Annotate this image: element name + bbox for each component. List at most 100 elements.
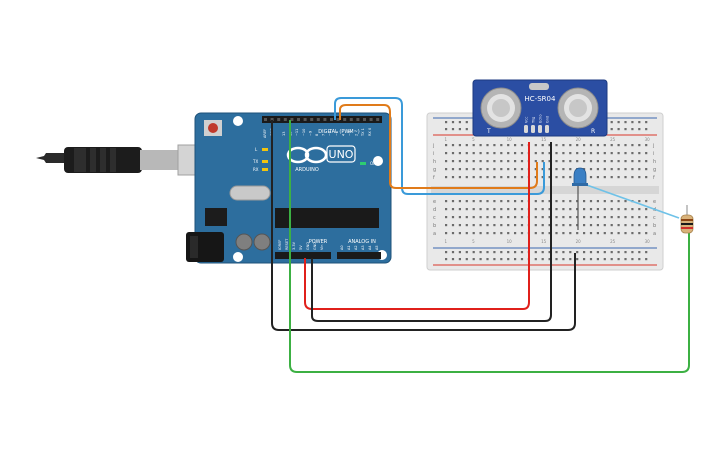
sensor-pin[interactable] [524, 125, 528, 133]
digital-pin-hole[interactable] [330, 118, 333, 121]
terminal-hole[interactable] [617, 152, 620, 155]
digital-header[interactable] [262, 116, 382, 123]
digital-pin-hole[interactable] [349, 118, 353, 121]
terminal-hole[interactable] [445, 224, 448, 227]
terminal-hole[interactable] [603, 168, 606, 171]
terminal-hole[interactable] [645, 216, 648, 219]
terminal-hole[interactable] [507, 152, 510, 155]
power-rail-hole[interactable] [465, 251, 468, 254]
terminal-hole[interactable] [631, 144, 634, 147]
terminal-hole[interactable] [589, 232, 593, 235]
terminal-hole[interactable] [638, 224, 641, 227]
power-rail-hole[interactable] [458, 128, 461, 131]
power-rail-hole[interactable] [445, 258, 448, 261]
terminal-hole[interactable] [638, 200, 641, 203]
terminal-hole[interactable] [479, 176, 482, 179]
terminal-hole[interactable] [465, 160, 468, 163]
terminal-hole[interactable] [576, 200, 579, 203]
digital-pin-hole[interactable] [343, 118, 347, 121]
terminal-hole[interactable] [645, 144, 648, 147]
power-rail-hole[interactable] [479, 251, 482, 254]
terminal-hole[interactable] [486, 200, 489, 203]
terminal-hole[interactable] [507, 232, 510, 235]
terminal-hole[interactable] [548, 232, 551, 235]
terminal-hole[interactable] [589, 176, 593, 179]
terminal-hole[interactable] [451, 216, 455, 219]
power-rail-hole[interactable] [465, 128, 468, 131]
terminal-hole[interactable] [458, 152, 461, 155]
terminal-hole[interactable] [583, 216, 586, 219]
power-rail-hole[interactable] [624, 121, 627, 124]
terminal-hole[interactable] [520, 168, 524, 171]
digital-pin-hole[interactable] [310, 118, 314, 121]
terminal-hole[interactable] [486, 208, 489, 211]
terminal-hole[interactable] [465, 200, 468, 203]
terminal-hole[interactable] [555, 224, 558, 227]
terminal-hole[interactable] [645, 152, 648, 155]
terminal-hole[interactable] [451, 168, 455, 171]
terminal-hole[interactable] [458, 176, 461, 179]
terminal-hole[interactable] [493, 160, 496, 163]
terminal-hole[interactable] [479, 144, 482, 147]
power-rail-hole[interactable] [555, 251, 558, 254]
terminal-hole[interactable] [534, 200, 537, 203]
power-rail-hole[interactable] [603, 251, 606, 254]
terminal-hole[interactable] [520, 144, 524, 147]
terminal-hole[interactable] [569, 208, 572, 211]
terminal-hole[interactable] [576, 232, 579, 235]
digital-pin-hole[interactable] [336, 118, 340, 121]
power-rail-hole[interactable] [486, 258, 489, 261]
power-rail-hole[interactable] [520, 258, 524, 261]
terminal-hole[interactable] [500, 168, 503, 171]
terminal-hole[interactable] [500, 216, 503, 219]
power-rail-hole[interactable] [631, 128, 634, 131]
terminal-hole[interactable] [610, 160, 613, 163]
terminal-hole[interactable] [555, 152, 558, 155]
terminal-hole[interactable] [486, 144, 489, 147]
terminal-hole[interactable] [507, 208, 510, 211]
terminal-hole[interactable] [541, 176, 544, 179]
power-rail-hole[interactable] [445, 251, 448, 254]
reset-button[interactable] [204, 120, 222, 136]
terminal-hole[interactable] [534, 208, 537, 211]
digital-pin-hole[interactable] [356, 118, 360, 121]
terminal-hole[interactable] [479, 168, 482, 171]
terminal-hole[interactable] [610, 208, 613, 211]
terminal-hole[interactable] [472, 216, 475, 219]
terminal-hole[interactable] [541, 152, 544, 155]
terminal-hole[interactable] [548, 176, 551, 179]
terminal-hole[interactable] [583, 208, 586, 211]
terminal-hole[interactable] [569, 160, 572, 163]
terminal-hole[interactable] [472, 176, 475, 179]
power-rail-hole[interactable] [638, 128, 641, 131]
terminal-hole[interactable] [562, 208, 565, 211]
resistor[interactable] [680, 205, 694, 234]
terminal-hole[interactable] [479, 224, 482, 227]
terminal-hole[interactable] [486, 216, 489, 219]
terminal-hole[interactable] [596, 224, 599, 227]
terminal-hole[interactable] [645, 168, 648, 171]
terminal-hole[interactable] [479, 160, 482, 163]
terminal-hole[interactable] [445, 232, 448, 235]
terminal-hole[interactable] [548, 200, 551, 203]
sensor-pin[interactable] [545, 125, 549, 133]
power-rail-hole[interactable] [458, 251, 461, 254]
digital-pin-hole[interactable] [283, 118, 287, 121]
terminal-hole[interactable] [638, 216, 641, 219]
terminal-hole[interactable] [500, 224, 503, 227]
terminal-hole[interactable] [472, 168, 475, 171]
terminal-hole[interactable] [534, 176, 537, 179]
power-rail-hole[interactable] [520, 251, 524, 254]
terminal-hole[interactable] [569, 200, 572, 203]
terminal-hole[interactable] [465, 224, 468, 227]
terminal-hole[interactable] [451, 224, 455, 227]
terminal-hole[interactable] [610, 216, 613, 219]
terminal-hole[interactable] [583, 152, 586, 155]
terminal-hole[interactable] [479, 216, 482, 219]
terminal-hole[interactable] [603, 144, 606, 147]
terminal-hole[interactable] [493, 152, 496, 155]
power-rail-hole[interactable] [507, 258, 510, 261]
power-rail-hole[interactable] [562, 258, 565, 261]
terminal-hole[interactable] [451, 152, 455, 155]
power-rail-hole[interactable] [617, 121, 620, 124]
